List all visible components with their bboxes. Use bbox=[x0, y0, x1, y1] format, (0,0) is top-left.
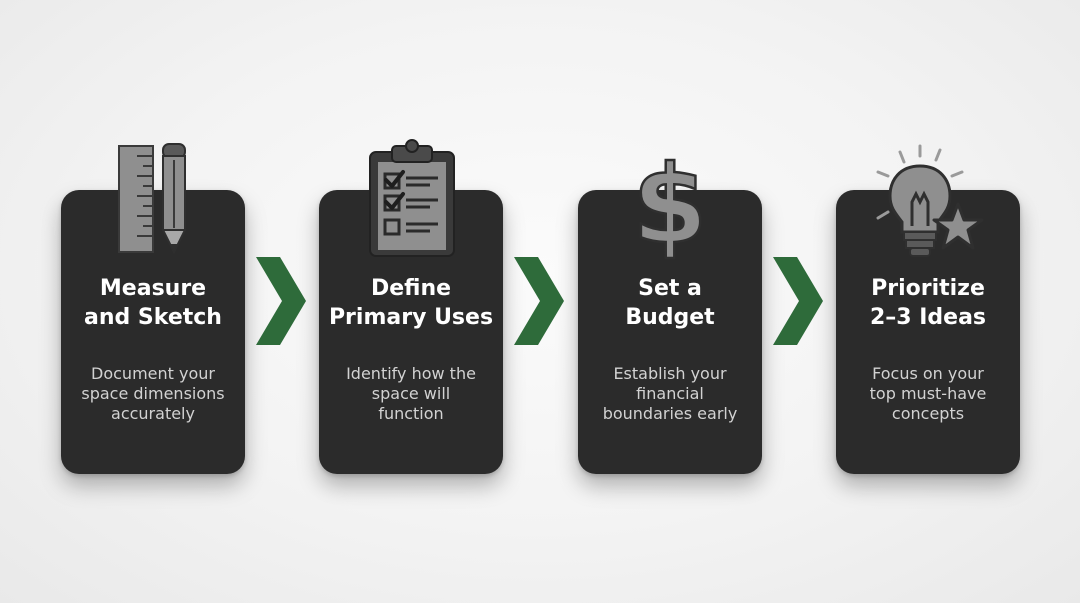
step-description: Identify how the space will function bbox=[346, 364, 476, 423]
chevron-right-icon bbox=[514, 257, 564, 345]
step-title: Prioritize 2–3 Ideas bbox=[869, 276, 987, 330]
ruler-pencil-icon bbox=[118, 143, 187, 255]
step-title: Measure and Sketch bbox=[84, 276, 222, 330]
step-description: Establish your financial boundaries earl… bbox=[602, 364, 738, 423]
dollar-sign-icon: $ bbox=[631, 142, 709, 270]
lightbulb-star-icon bbox=[876, 144, 984, 257]
svg-text:$: $ bbox=[632, 143, 707, 268]
step-description: Document your space dimensions accuratel… bbox=[81, 364, 225, 423]
chevron-right-icon bbox=[773, 257, 823, 345]
step-title: Define Primary Uses bbox=[328, 276, 494, 330]
step-title: Set a Budget bbox=[625, 276, 715, 330]
chevron-right-icon bbox=[256, 257, 306, 345]
step-card-prioritize: Prioritize 2–3 Ideas Focus on your top m… bbox=[836, 190, 1020, 474]
step-description: Focus on your top must-have concepts bbox=[869, 364, 987, 423]
step-card-budget: Set a Budget Establish your financial bo… bbox=[578, 190, 762, 474]
clipboard-checklist-icon bbox=[369, 139, 455, 257]
